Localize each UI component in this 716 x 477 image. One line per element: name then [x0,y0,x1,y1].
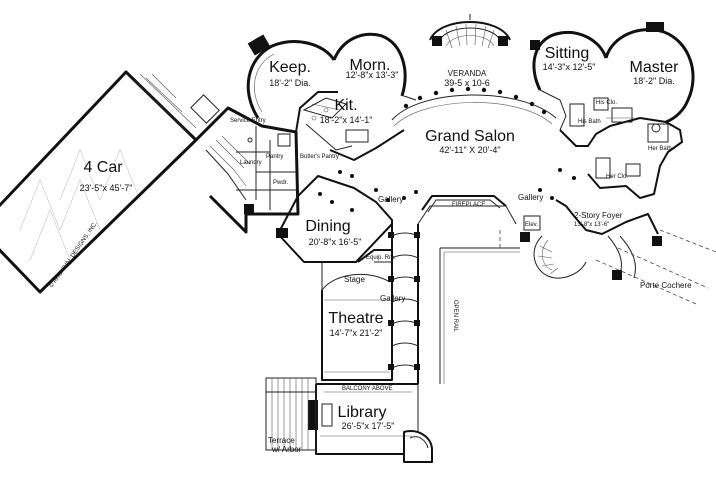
stage-label: Stage [344,275,365,284]
veranda-name: VERANDA [448,69,487,78]
her-bath-label: Her Bath [648,146,672,152]
elev-label: Elev. [525,222,538,228]
theatre-dims: 14'-7"x 21'-2" [330,328,383,338]
gallery-corridor [388,205,520,384]
foyer-dims: 13'-8"x 13'-6" [574,222,609,228]
service-wing [194,106,300,234]
fireplace-label: FIREPLACE [452,202,485,208]
library-dims: 26'-5"x 17'-5" [342,421,395,431]
keep-name: Keep. [269,59,311,76]
morn-dims: 12'-8"x 13'-3" [346,70,399,80]
garage-name: 4 Car [83,159,123,176]
grand-salon-name: Grand Salon [425,128,515,145]
foyer-name: 2-Story Foyer [574,211,623,220]
foyer [520,199,716,305]
kitchen [295,91,405,161]
veranda [429,14,511,49]
stage-area [321,249,392,291]
gallery-theatre-label: Gallery [380,294,405,303]
pantry-label: Pantry [266,154,283,160]
equip-rm-label: Equip. Rm. [366,255,396,261]
library-name: Library [338,404,387,421]
open-rail-label: OPEN RAIL [452,300,458,333]
his-clo-label: His Clo. [596,100,617,106]
sitting-name: Sitting [545,45,589,62]
copyright-text: © ARCHIVAL DESIGNS, INC. [48,220,99,289]
terrace-arbor [265,377,317,451]
balcony-above-label: BALCONY ABOVE [342,386,393,392]
master-suite [559,22,695,199]
butlers-pantry-label: Butler's Pantry [300,154,339,160]
sitting-room [530,31,608,131]
gallery-west-label: Gallery [378,195,403,204]
morn-name: Morn. [350,57,391,74]
terrace-label: Terrace [268,436,295,445]
morning-room [332,32,417,101]
service-entry-label: Service Entry [230,118,266,124]
master-dims: 18'-2" Dia. [633,76,674,86]
porte-cochere-label: Porte Cochere [640,281,692,290]
gallery-east-label: Gallery [518,193,543,202]
keeping-room [246,34,336,119]
veranda-dims: 39-5 x 10-6 [444,78,490,88]
garage-dims: 23'-5"x 45'-7" [80,183,133,193]
kit-name: Kit. [334,97,357,114]
laundry-label: Laundry [240,160,262,166]
dining-dims: 20'-8"x 16'-5" [309,237,362,247]
theatre-name: Theatre [328,310,383,327]
grand-salon-dims: 42'-11" X 20'-4" [439,145,500,155]
his-bath-label: His Bath [578,119,601,125]
her-clo-label: Her Clo. [606,174,628,180]
pwdr-label: Pwdr. [273,180,288,186]
kit-dims: 18'-2"x 14'-1" [320,115,373,125]
keep-dims: 18'-2" Dia. [269,78,310,88]
dining-name: Dining [305,218,350,235]
arbor-label: w/ Arbor [271,445,302,454]
master-name: Master [630,59,680,76]
sitting-dims: 14'-3"x 12'-5" [543,62,596,72]
garage [0,70,220,294]
library-room [308,383,433,463]
